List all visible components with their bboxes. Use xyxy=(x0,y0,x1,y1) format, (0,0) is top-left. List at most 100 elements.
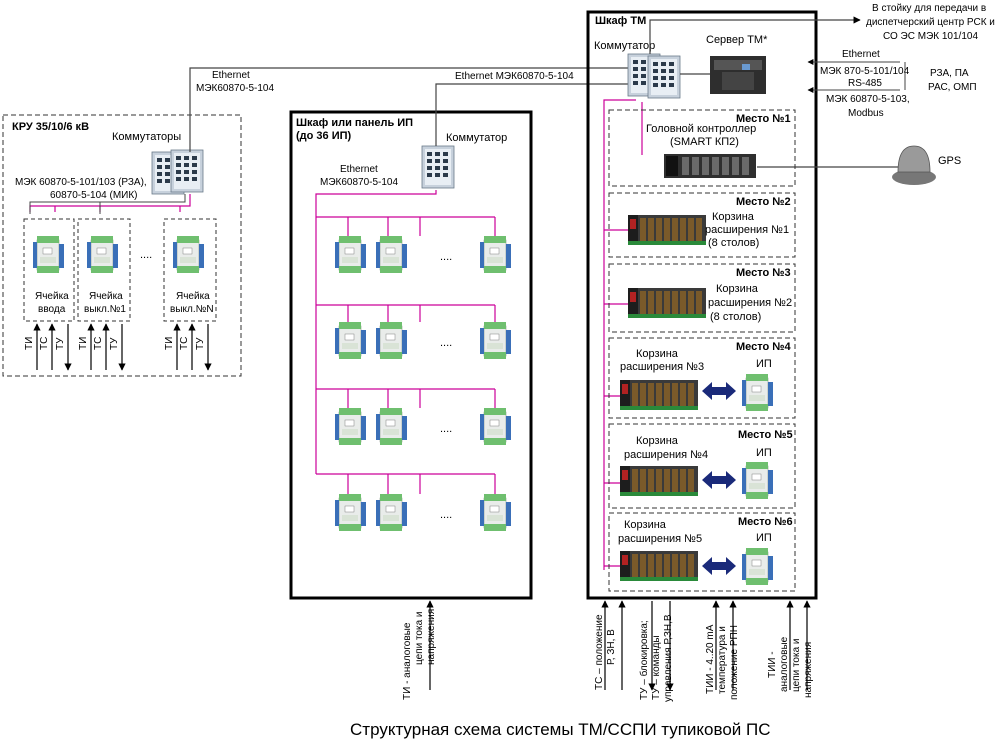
kru-cell-3-l1: Ячейка xyxy=(176,291,210,302)
tm-ext-eth: Ethernet xyxy=(842,49,880,60)
place-1-l1: Головной контроллер xyxy=(646,123,756,135)
tm-ext-targets-1: РЗА, ПА xyxy=(930,68,969,79)
place-3-title: Место №3 xyxy=(736,267,791,279)
ip-eth-2: МЭК60870-5-104 xyxy=(320,177,398,188)
tm-input-tii2-3: цепи тока и xyxy=(791,638,802,692)
kru-eth-2: МЭК60870-5-104 xyxy=(196,83,274,94)
ip-cabinet-frame xyxy=(289,110,533,600)
kru-uplink-wire xyxy=(189,67,630,152)
expansion-rack-icon xyxy=(628,215,706,245)
ip-bus xyxy=(315,190,496,494)
tm-uplink-eth: Ethernet МЭК60870-5-104 xyxy=(455,71,574,82)
kru-cell-2-l1: Ячейка xyxy=(89,291,123,302)
ip-cabinet: Шкаф или панель ИП (до 36 ИП) Коммутатор… xyxy=(289,83,630,700)
place-4-l1: Корзина xyxy=(636,348,679,360)
ip-module xyxy=(375,493,408,532)
tm-ext-targets-2: РАС, ОМП xyxy=(928,82,977,93)
tm-switch-icon-2 xyxy=(647,55,681,99)
tm-title: Шкаф ТМ xyxy=(595,15,646,27)
kru-cell-2-l2: выкл.№1 xyxy=(84,304,126,315)
place-6-l2: расширения №5 xyxy=(618,533,702,545)
ip-module xyxy=(334,235,367,274)
tm-input-arrows xyxy=(601,600,811,691)
place-4-title: Место №4 xyxy=(736,341,792,353)
tm-ext-iec: МЭК 870-5-101/104 xyxy=(820,66,910,77)
tm-ext-modbus-1: МЭК 60870-5-103, xyxy=(826,94,910,105)
kru-sig-ti: ТИ xyxy=(24,337,35,350)
place-2-l2: расширения №1 xyxy=(705,224,789,236)
kru-io-module xyxy=(32,235,65,274)
ip-module xyxy=(479,321,512,360)
place-2-title: Место №2 xyxy=(736,196,791,208)
kru-sig-ts: ТС xyxy=(39,337,50,350)
tm-dispatch-3: СО ЭС МЭК 101/104 xyxy=(883,31,978,42)
place-2-l3: (8 столов) xyxy=(708,237,759,249)
ip-dots: .... xyxy=(440,509,452,521)
ip-module xyxy=(479,407,512,446)
tm-input-tii2-2: аналоговые xyxy=(779,636,790,692)
ip-module xyxy=(334,321,367,360)
kru-cell-1-l1: Ячейка xyxy=(35,291,69,302)
ip-uplink-wire xyxy=(435,83,630,146)
place-1-l2: (SMART КП2) xyxy=(670,136,739,148)
place-3-frame xyxy=(608,263,796,333)
place-6-ip: ИП xyxy=(756,532,772,544)
head-controller-icon xyxy=(664,154,756,178)
expansion-rack-icon xyxy=(620,380,698,410)
gps-antenna-icon xyxy=(892,145,936,185)
ip-input-3: напряжения xyxy=(426,609,437,665)
kru-cell-frame xyxy=(23,218,75,322)
kru-bus xyxy=(29,194,191,212)
tm-input-tii-2: температура и xyxy=(717,626,728,694)
place-6-io-module xyxy=(741,547,774,586)
gps-label: GPS xyxy=(938,155,961,167)
kru-sig-tu: ТУ xyxy=(109,337,120,350)
kru-protocol-1: МЭК 60870-5-101/103 (РЗА), xyxy=(15,177,147,188)
tm-dispatch-1: В стойку для передачи в xyxy=(872,3,986,14)
place-5-l2: расширения №4 xyxy=(624,449,708,461)
kru-sig-ti: ТИ xyxy=(164,337,175,350)
kru-sig-tu: ТУ xyxy=(55,337,66,350)
tm-server-label: Сервер ТМ* xyxy=(706,34,768,46)
tm-input-tu-1: ТУ – блокировка; xyxy=(638,620,650,700)
place-3-l3: (8 столов) xyxy=(710,311,761,323)
ip-dots: .... xyxy=(440,423,452,435)
ip-input-2: цепи тока и xyxy=(414,611,425,665)
tm-input-ts-1: ТС – положение xyxy=(594,614,605,690)
kru-switches-label: Коммутаторы xyxy=(112,131,181,143)
place-3-l2: расширения №2 xyxy=(708,297,792,309)
place-5-ip: ИП xyxy=(756,447,772,459)
tm-server-icon xyxy=(710,56,766,94)
ip-eth-1: Ethernet xyxy=(340,164,378,175)
diagram-caption: Структурная схема системы ТМ/ССПИ тупико… xyxy=(350,720,771,739)
kru-sig-ts: ТС xyxy=(179,337,190,350)
tm-dispatch-2: диспетчерский центр РСК и xyxy=(866,17,995,28)
kru-sig-ts: ТС xyxy=(93,337,104,350)
kru-cell-3-l2: выкл.№N xyxy=(170,304,214,315)
place-6-frame xyxy=(608,512,796,592)
place-4-l2: расширения №3 xyxy=(620,361,704,373)
ip-dots: .... xyxy=(440,251,452,263)
tm-input-tu-3: управления Р,ЗН,В xyxy=(663,614,674,702)
tm-input-ts-2: Р, ЗН, В xyxy=(606,629,617,665)
place-1-frame xyxy=(608,109,796,187)
kru-io-module xyxy=(172,235,205,274)
tm-ext-modbus-2: Modbus xyxy=(848,108,884,119)
tm-input-tii2-1: ТИИ - xyxy=(767,651,778,678)
tm-bus xyxy=(603,99,643,570)
kru-section: КРУ 35/10/6 кВ Коммутаторы МЭК 60870-5-1… xyxy=(2,67,630,377)
ip-cabinet-title-1: Шкаф или панель ИП xyxy=(296,117,413,129)
tm-input-tii-3: положение РПН xyxy=(729,625,740,700)
expansion-rack-icon xyxy=(620,466,698,496)
place-2-l1: Корзина xyxy=(712,211,755,223)
place-4-ip: ИП xyxy=(756,358,772,370)
ip-module xyxy=(334,493,367,532)
place-4-frame xyxy=(608,337,796,419)
place-3-l1: Корзина xyxy=(716,283,759,295)
kru-dots: .... xyxy=(140,249,152,261)
tm-input-tu-2: ТУ – команды xyxy=(651,635,662,700)
ip-module xyxy=(375,407,408,446)
kru-protocol-2: 60870-5-104 (МИК) xyxy=(50,190,138,201)
kru-title: КРУ 35/10/6 кВ xyxy=(12,121,89,133)
ip-cabinet-title-2: (до 36 ИП) xyxy=(296,130,352,142)
